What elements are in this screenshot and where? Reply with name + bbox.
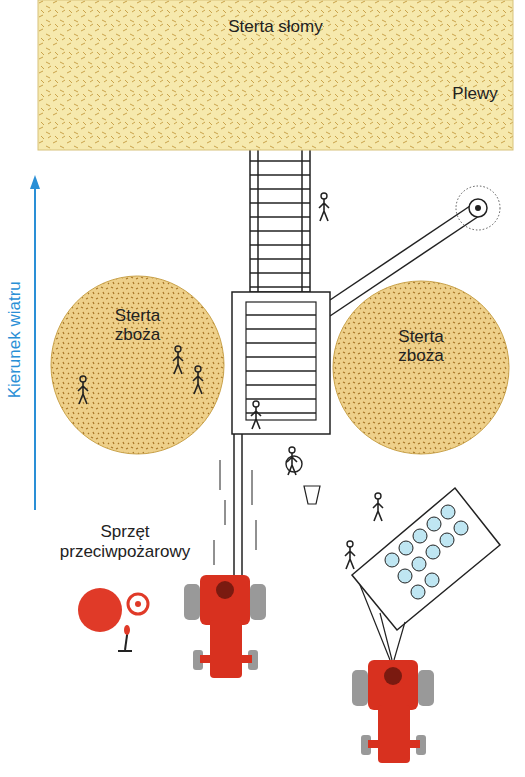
wind-label: Kierunek wiatru bbox=[5, 275, 25, 405]
baler bbox=[352, 488, 500, 660]
stack-label: Sterta zboża bbox=[386, 328, 456, 365]
water-can bbox=[286, 456, 320, 504]
stack-outline bbox=[333, 281, 509, 454]
site-label: Sprzęt przeciwpożarowy bbox=[55, 522, 195, 561]
tractor bbox=[184, 575, 266, 678]
stack-outline bbox=[51, 276, 224, 454]
shape-outline bbox=[50, 275, 225, 455]
stack-node: Sterta zboża bbox=[50, 275, 225, 455]
stack-label: Sterta zboża bbox=[103, 307, 173, 344]
stack-outline bbox=[38, 0, 513, 150]
worker bbox=[78, 376, 88, 404]
worker bbox=[173, 346, 183, 374]
stack-node: Sterta zboża bbox=[332, 280, 510, 455]
wind-arrow bbox=[30, 175, 40, 510]
fire-equipment bbox=[78, 588, 148, 651]
stack-node: Sterta słomy bbox=[38, 0, 513, 150]
tractor bbox=[352, 660, 434, 763]
stack-label: Sterta słomy bbox=[228, 18, 322, 37]
threshing-machine bbox=[232, 292, 330, 434]
shape-outline bbox=[332, 280, 510, 455]
straw-conveyor bbox=[250, 130, 310, 292]
site-label: Plewy bbox=[440, 84, 510, 104]
worker bbox=[193, 366, 203, 394]
drive-belt bbox=[214, 434, 256, 580]
